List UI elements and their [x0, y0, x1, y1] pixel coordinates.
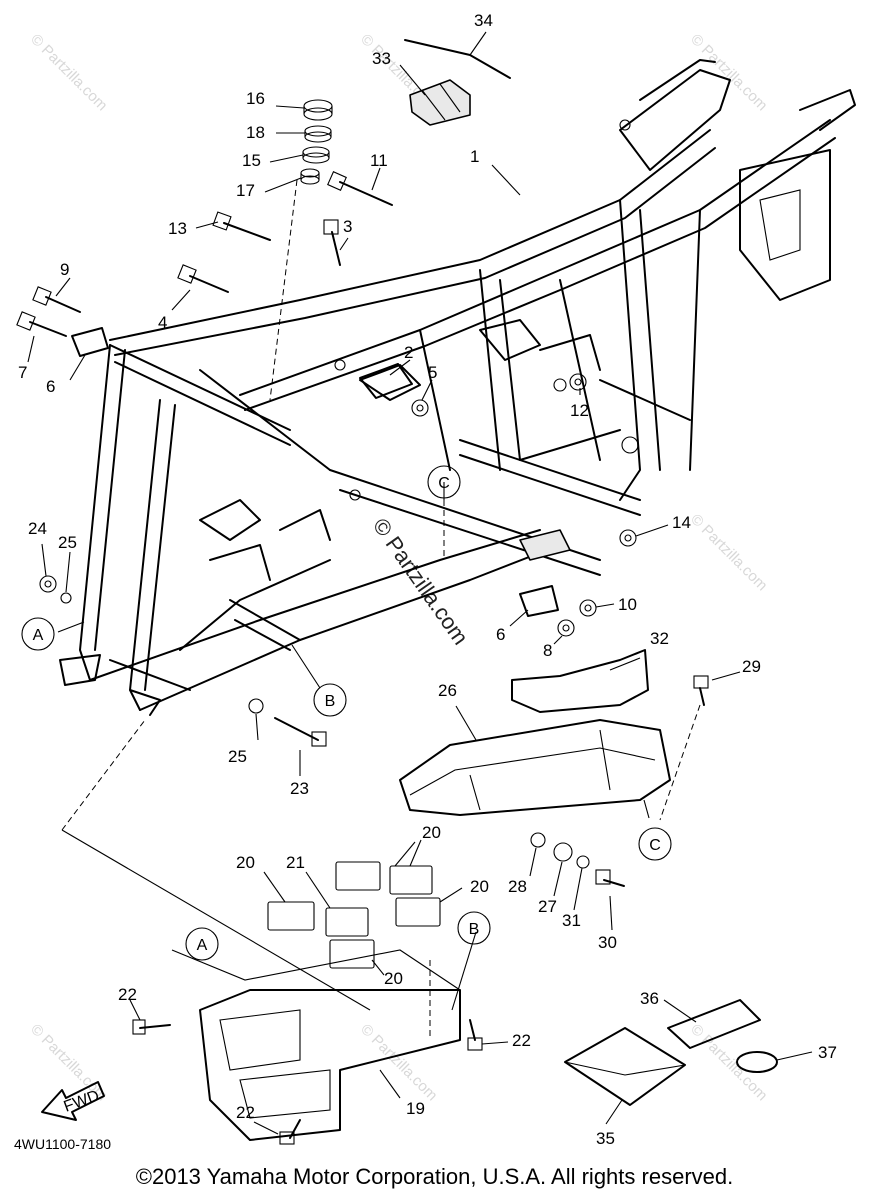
mount-plate-front [71, 327, 109, 357]
callout-20-a: 20 [236, 853, 255, 872]
callout-11: 11 [370, 151, 388, 170]
callout-1: 1 [470, 147, 479, 166]
engine-guard [399, 719, 671, 816]
nuts-washers [39, 373, 637, 869]
callout-12: 12 [570, 401, 589, 420]
ref-c-frame: C [438, 475, 450, 492]
ref-b-skid: B [469, 921, 480, 938]
callout-15: 15 [242, 151, 261, 170]
ref-circle-a [21, 617, 55, 651]
callout-10: 10 [618, 595, 637, 614]
callout-33: 33 [372, 49, 391, 68]
callout-20-b: 20 [422, 823, 441, 842]
ref-circle-b [313, 683, 347, 717]
leader-lines [27, 31, 813, 1135]
callout-20-d: 20 [384, 969, 403, 988]
callout-6-rear: 6 [496, 625, 505, 644]
callout-35: 35 [596, 1129, 615, 1148]
callout-26: 26 [438, 681, 457, 700]
damper-blocks [267, 861, 441, 969]
reference-markers: A A B B C C [21, 465, 672, 961]
callout-30: 30 [598, 933, 617, 952]
callout-8: 8 [543, 641, 552, 660]
callout-29: 29 [742, 657, 761, 676]
assembly-line [171, 949, 461, 991]
callout-7: 7 [18, 363, 27, 382]
ref-circle-a [185, 927, 219, 961]
callout-9: 9 [60, 260, 69, 279]
ref-circle-b [457, 911, 491, 945]
ref-circle-c [427, 465, 461, 499]
callout-6-front: 6 [46, 377, 55, 396]
spacer-stack [300, 99, 333, 185]
tool [667, 999, 761, 1049]
assembly-line [61, 829, 371, 1011]
bolts [16, 171, 709, 1145]
assembly-line [659, 704, 701, 821]
owners-pack [564, 1027, 686, 1106]
callout-27: 27 [538, 897, 557, 916]
grommet [409, 79, 471, 126]
callout-22-b: 22 [512, 1031, 531, 1050]
callout-37: 37 [818, 1043, 837, 1062]
cable-tie [404, 39, 511, 79]
callout-23: 23 [290, 779, 309, 798]
callout-4: 4 [158, 313, 167, 332]
watermark: © Partzilla.com [27, 31, 110, 114]
main-frame [59, 59, 856, 716]
callout-22-a: 22 [118, 985, 137, 1004]
callout-18: 18 [246, 123, 265, 142]
callout-16: 16 [246, 89, 265, 108]
ref-a-skid: A [197, 937, 208, 954]
assembly-line [61, 719, 146, 831]
ref-circle-c [638, 827, 672, 861]
watermark-center: © Partzilla.com [368, 514, 474, 650]
callout-25-a: 25 [58, 533, 77, 552]
callout-34: 34 [474, 11, 493, 30]
watermark: © Partzilla.com [687, 31, 770, 114]
ref-c-guard: C [649, 837, 661, 854]
callout-36: 36 [640, 989, 659, 1008]
callout-numbers: 1 2 3 4 5 6 6 7 8 9 10 11 12 13 14 15 16… [18, 11, 837, 1148]
o-ring [736, 1051, 778, 1073]
ref-a-frame: A [33, 627, 44, 644]
callout-32: 32 [650, 629, 669, 648]
callout-19: 19 [406, 1099, 425, 1118]
callout-20-c: 20 [470, 877, 489, 896]
callout-24: 24 [28, 519, 47, 538]
skid-plate [199, 989, 461, 1141]
gasket [511, 649, 649, 713]
callout-17: 17 [236, 181, 255, 200]
fwd-arrow: FWD [41, 1081, 105, 1121]
copyright-notice: ©2013 Yamaha Motor Corporation, U.S.A. A… [135, 1164, 734, 1189]
callout-5: 5 [428, 363, 437, 382]
mount-plate-rear [519, 585, 559, 617]
callout-2: 2 [404, 343, 413, 362]
mount-plate [359, 363, 413, 399]
assembly-line [269, 179, 298, 401]
callout-22-c: 22 [236, 1103, 255, 1122]
ref-b-frame: B [325, 693, 336, 710]
callout-13: 13 [168, 219, 187, 238]
fwd-label: FWD [62, 1087, 102, 1115]
callout-14: 14 [672, 513, 691, 532]
watermark: © Partzilla.com [687, 511, 770, 594]
callout-31: 31 [562, 911, 581, 930]
callout-3: 3 [343, 217, 352, 236]
callout-25-b: 25 [228, 747, 247, 766]
callout-28: 28 [508, 877, 527, 896]
watermark: © Partzilla.com [27, 1021, 110, 1104]
diagram-code: 4WU1100-7180 [14, 1136, 112, 1152]
callout-21: 21 [286, 853, 305, 872]
